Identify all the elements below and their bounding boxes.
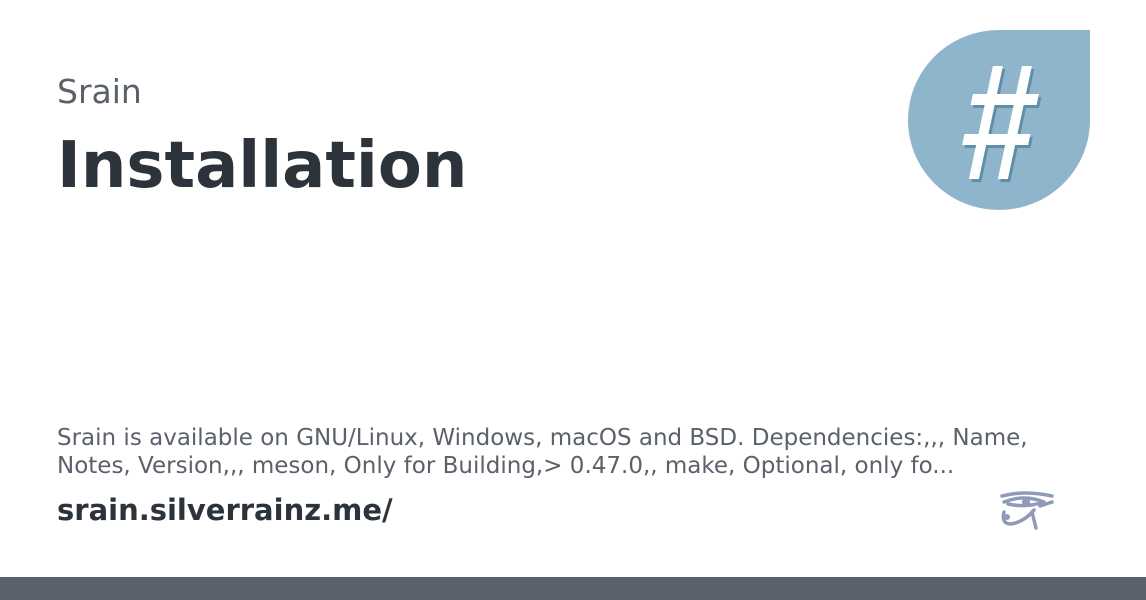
site-name: Srain — [57, 72, 142, 111]
page-title: Installation — [57, 129, 468, 203]
page-description: Srain is available on GNU/Linux, Windows… — [57, 425, 1028, 479]
hash-icon — [908, 30, 1090, 210]
site-url[interactable]: srain.silverrainz.me/ — [57, 493, 393, 527]
eye-of-horus-icon — [996, 488, 1056, 532]
footer-bar — [0, 577, 1146, 600]
